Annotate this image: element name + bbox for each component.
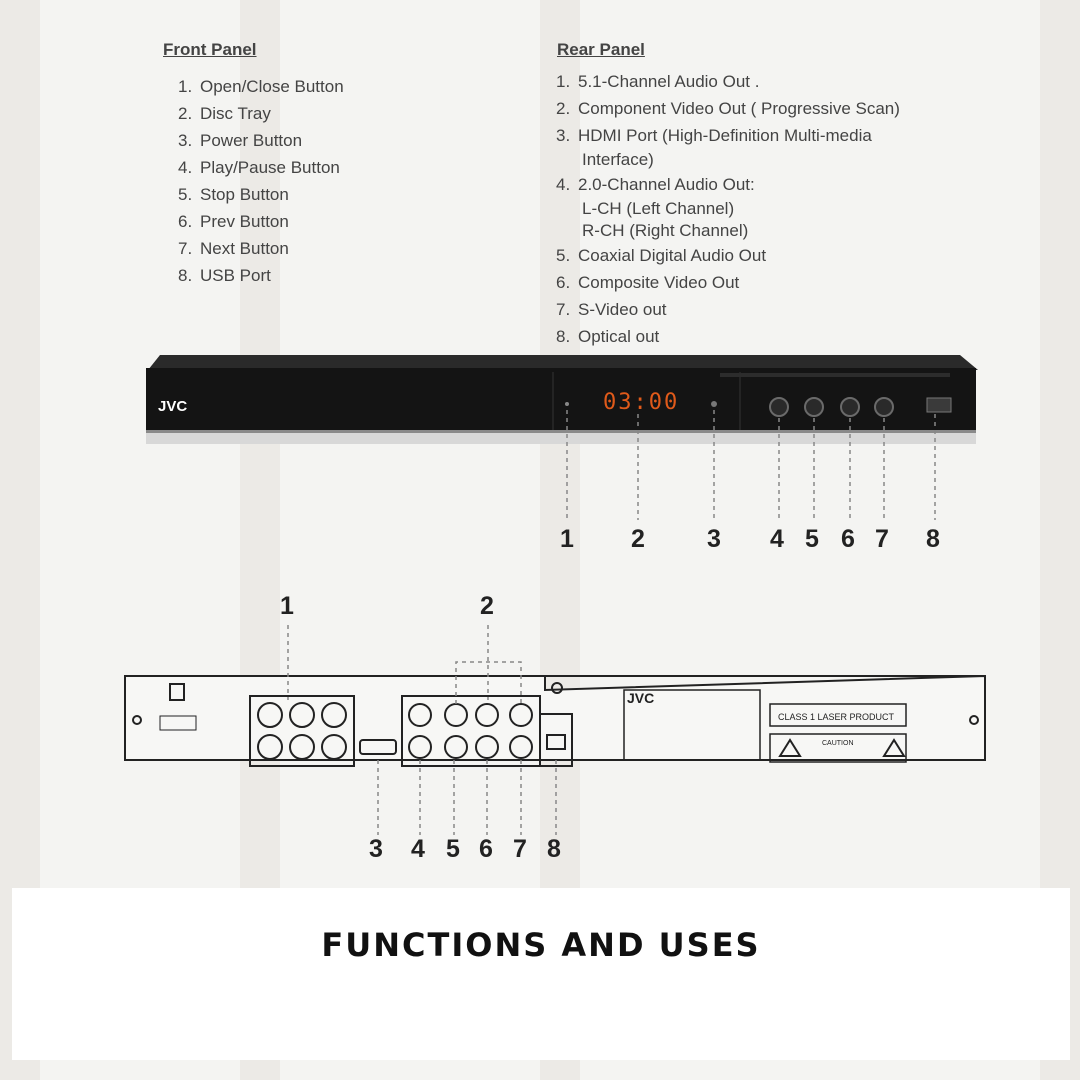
front-panel-item-number: 8.: [178, 266, 193, 285]
rear-callout-6: 6: [479, 835, 493, 863]
rear-callout-5: 5: [446, 835, 460, 863]
front-panel-item-label: Stop Button: [200, 185, 289, 204]
rear-panel-item-number: 7.: [556, 300, 571, 319]
front-panel-item-6: 6. Prev Button: [178, 208, 344, 235]
front-panel-item-7: 7. Next Button: [178, 235, 344, 262]
front-panel-item-label: Prev Button: [200, 212, 289, 231]
front-callout-7: 7: [875, 525, 889, 553]
title-banner: FUNCTIONS AND USES: [12, 888, 1070, 1060]
front-panel-item-1: 1. Open/Close Button: [178, 73, 344, 100]
rear-panel-heading: Rear Panel: [557, 40, 645, 59]
rear-panel-item-label: 2.0-Channel Audio Out:: [578, 175, 755, 194]
front-brand-logo: JVC: [158, 398, 187, 415]
caution-label: CAUTION: [822, 740, 854, 747]
rear-panel-item-5: 5. Coaxial Digital Audio Out: [556, 242, 900, 269]
rear-panel-item-2: 2. Component Video Out ( Progressive Scan…: [556, 95, 900, 122]
rear-panel-item-6: 6. Composite Video Out: [556, 269, 900, 296]
front-panel-item-label: Disc Tray: [200, 104, 271, 123]
front-panel-list: 1. Open/Close Button 2. Disc Tray 3. Power Bu…: [178, 73, 344, 289]
rear-brand-logo: JVC: [627, 690, 654, 706]
front-panel-item-label: Next Button: [200, 239, 289, 258]
rear-leader-lines: [287, 625, 557, 835]
rear-panel-item-number: 8.: [556, 327, 571, 346]
rear-panel-item-number: 2.: [556, 99, 571, 118]
front-panel-item-label: Power Button: [200, 131, 303, 150]
front-knob: [769, 397, 894, 417]
front-callout-8: 8: [926, 525, 940, 553]
rear-panel-item-number: 6.: [556, 273, 571, 292]
front-panel-item-number: 6.: [178, 212, 193, 231]
front-panel-item-2: 2. Disc Tray: [178, 100, 344, 127]
front-panel-item-5: 5. Stop Button: [178, 181, 344, 208]
rear-panel-item-label: Component Video Out ( Progressive Scan): [578, 99, 900, 118]
rear-panel-item-continuation: R-CH (Right Channel): [582, 221, 749, 240]
rear-panel-item-number: 3.: [556, 126, 571, 145]
rear-panel-list: 1. 5.1-Channel Audio Out . 2. Component Vid…: [556, 68, 900, 350]
rear-panel-item-number: 1.: [556, 72, 571, 91]
rear-panel-item-continuation: L-CH (Left Channel): [582, 199, 735, 218]
rear-panel-item-1: 1. 5.1-Channel Audio Out .: [556, 68, 900, 95]
usb-port-icon: [926, 397, 952, 413]
rear-callout-2: 2: [480, 592, 494, 620]
front-callout-1: 1: [560, 525, 574, 553]
front-callout-2: 2: [631, 525, 645, 553]
rear-panel-item-label: S-Video out: [578, 300, 667, 319]
rear-panel-item-label: HDMI Port (High-Definition Multi-media: [578, 126, 872, 145]
rear-panel-item-label: 5.1-Channel Audio Out .: [578, 72, 760, 91]
laser-label: CLASS 1 LASER PRODUCT: [778, 712, 895, 722]
rear-panel-item-label: Coaxial Digital Audio Out: [578, 246, 767, 265]
front-panel-heading: Front Panel: [163, 40, 257, 59]
rear-callout-4: 4: [411, 835, 425, 863]
front-callout-6: 6: [841, 525, 855, 553]
rear-panel-item-label: Composite Video Out: [578, 273, 740, 292]
rear-panel-item-continuation: Interface): [582, 150, 654, 169]
rear-callout-7: 7: [513, 835, 527, 863]
front-panel-item-number: 3.: [178, 131, 193, 150]
rear-panel-item-label: Optical out: [578, 327, 660, 346]
front-callout-3: 3: [707, 525, 721, 553]
rear-panel-item-number: 5.: [556, 246, 571, 265]
front-panel-item-number: 5.: [178, 185, 193, 204]
front-panel-item-8: 8. USB Port: [178, 262, 344, 289]
front-panel-item-number: 4.: [178, 158, 193, 177]
front-panel-item-number: 1.: [178, 77, 193, 96]
front-display-digits: 03:00: [603, 390, 679, 415]
rear-panel-item-number: 4.: [556, 175, 571, 194]
rear-panel-item-7: 7. S-Video out: [556, 296, 900, 323]
rear-callout-3: 3: [369, 835, 383, 863]
front-callout-4: 4: [770, 525, 784, 553]
front-panel-item-label: Play/Pause Button: [200, 158, 340, 177]
front-panel-item-label: Open/Close Button: [200, 77, 344, 96]
front-panel-item-3: 3. Power Button: [178, 127, 344, 154]
front-panel-item-number: 2.: [178, 104, 193, 123]
rear-panel-item-8: 8. Optical out: [556, 323, 900, 350]
rear-panel-item-4: 4. 2.0-Channel Audio Out: L-CH (Left Chann…: [556, 171, 900, 242]
rear-callout-1: 1: [280, 592, 294, 620]
rear-player-illustration: [124, 674, 986, 767]
front-callout-5: 5: [805, 525, 819, 553]
front-player-illustration: JVC 03:00: [146, 355, 978, 520]
front-panel-item-number: 7.: [178, 239, 193, 258]
rear-panel-item-3: 3. HDMI Port (High-Definition Multi-media…: [556, 122, 900, 171]
front-panel-item-label: USB Port: [200, 266, 271, 285]
rear-callout-8: 8: [547, 835, 561, 863]
banner-title: FUNCTIONS AND USES: [321, 926, 761, 964]
front-panel-item-4: 4. Play/Pause Button: [178, 154, 344, 181]
